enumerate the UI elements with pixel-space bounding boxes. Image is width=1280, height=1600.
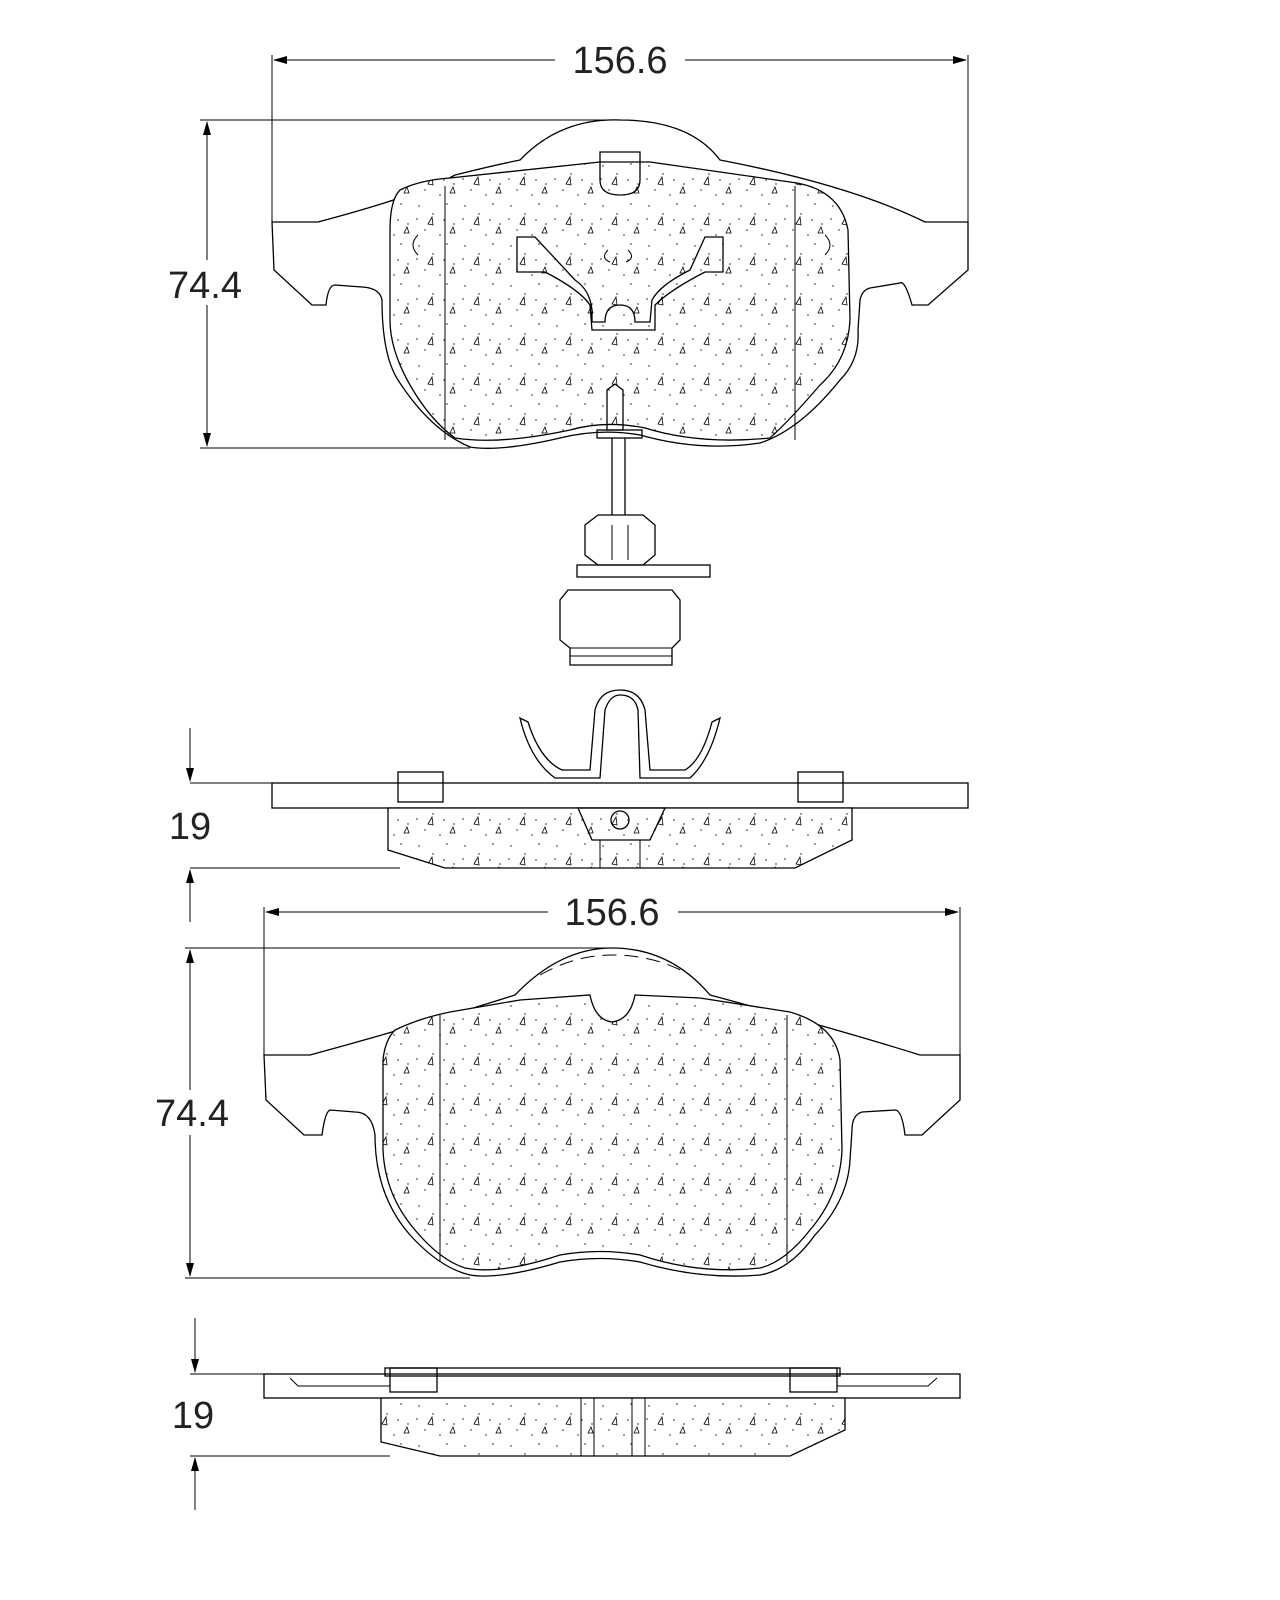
friction-pad <box>389 161 851 441</box>
view2-front: 156.6 74.4 <box>155 892 961 1279</box>
friction-pad <box>382 994 843 1271</box>
view2-thickness-label: 19 <box>172 1395 214 1437</box>
top-tab <box>599 151 641 196</box>
view1-width-label: 156.6 <box>572 40 667 82</box>
view1-thickness-label: 19 <box>169 806 211 848</box>
view2-width-label: 156.6 <box>564 892 659 934</box>
view1-height-label: 74.4 <box>168 265 242 307</box>
view1-height-dimension: 74.4 <box>168 119 620 449</box>
view1-width-dimension: 156.6 <box>271 40 969 222</box>
view2-height-dimension: 74.4 <box>155 947 610 1279</box>
backing-plate <box>271 119 969 449</box>
view1-front: 156.6 74.4 <box>168 40 969 666</box>
view2-width-dimension: 156.6 <box>263 892 961 1055</box>
view1-side: 19 <box>169 689 969 922</box>
view2-height-label: 74.4 <box>155 1093 229 1135</box>
backing-plate <box>263 947 961 1277</box>
view2-side: 19 <box>172 1318 961 1510</box>
wear-sensor <box>559 383 711 666</box>
retaining-spring <box>516 236 724 331</box>
